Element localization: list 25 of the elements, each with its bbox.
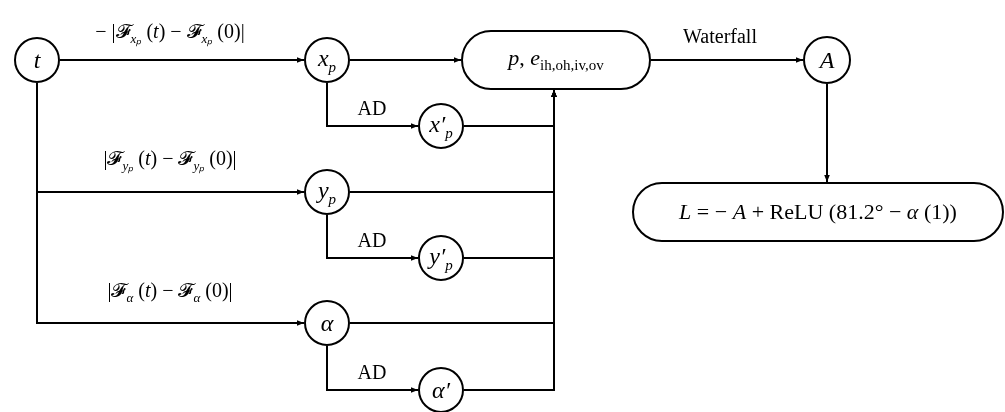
arrow [650,57,804,63]
arrow [326,82,419,129]
edge-label: |𝓕$_{α}$ (t) − 𝓕$_{α}$ (0)| [107,278,233,306]
node-circle: y′$_{p}$ [418,235,464,281]
node-circle: x′$_{p}$ [418,103,464,149]
node-circle: y$_{p}$ [304,169,350,215]
arrow [326,214,419,261]
arrow [349,57,462,63]
arrow [326,345,419,393]
edge-label: AD [357,228,387,252]
edge-label: |𝓕$_{yₚ}$ (t) − 𝓕$_{yₚ}$ (0)| [103,146,237,174]
node-circle: A [803,36,851,84]
edge-label: AD [357,360,387,384]
arrow [59,57,305,63]
arrow [463,89,557,391]
rounded-box: L = − A + ReLU (81.2° − α (1)) [632,182,1004,242]
rounded-box: p, e$_{ih,oh,iv,ov}$ [461,30,651,90]
arrow [824,83,830,183]
node-circle: α [304,300,350,346]
node-circle: x$_{p}$ [304,37,350,83]
edge-label: Waterfall [683,24,757,48]
edge-label: AD [357,96,387,120]
edge-label: − |𝓕$_{xₚ}$ (t) − 𝓕$_{xₚ}$ (0)| [95,19,245,47]
node-circle: α′ [418,367,464,412]
node-circle: t [14,37,60,83]
